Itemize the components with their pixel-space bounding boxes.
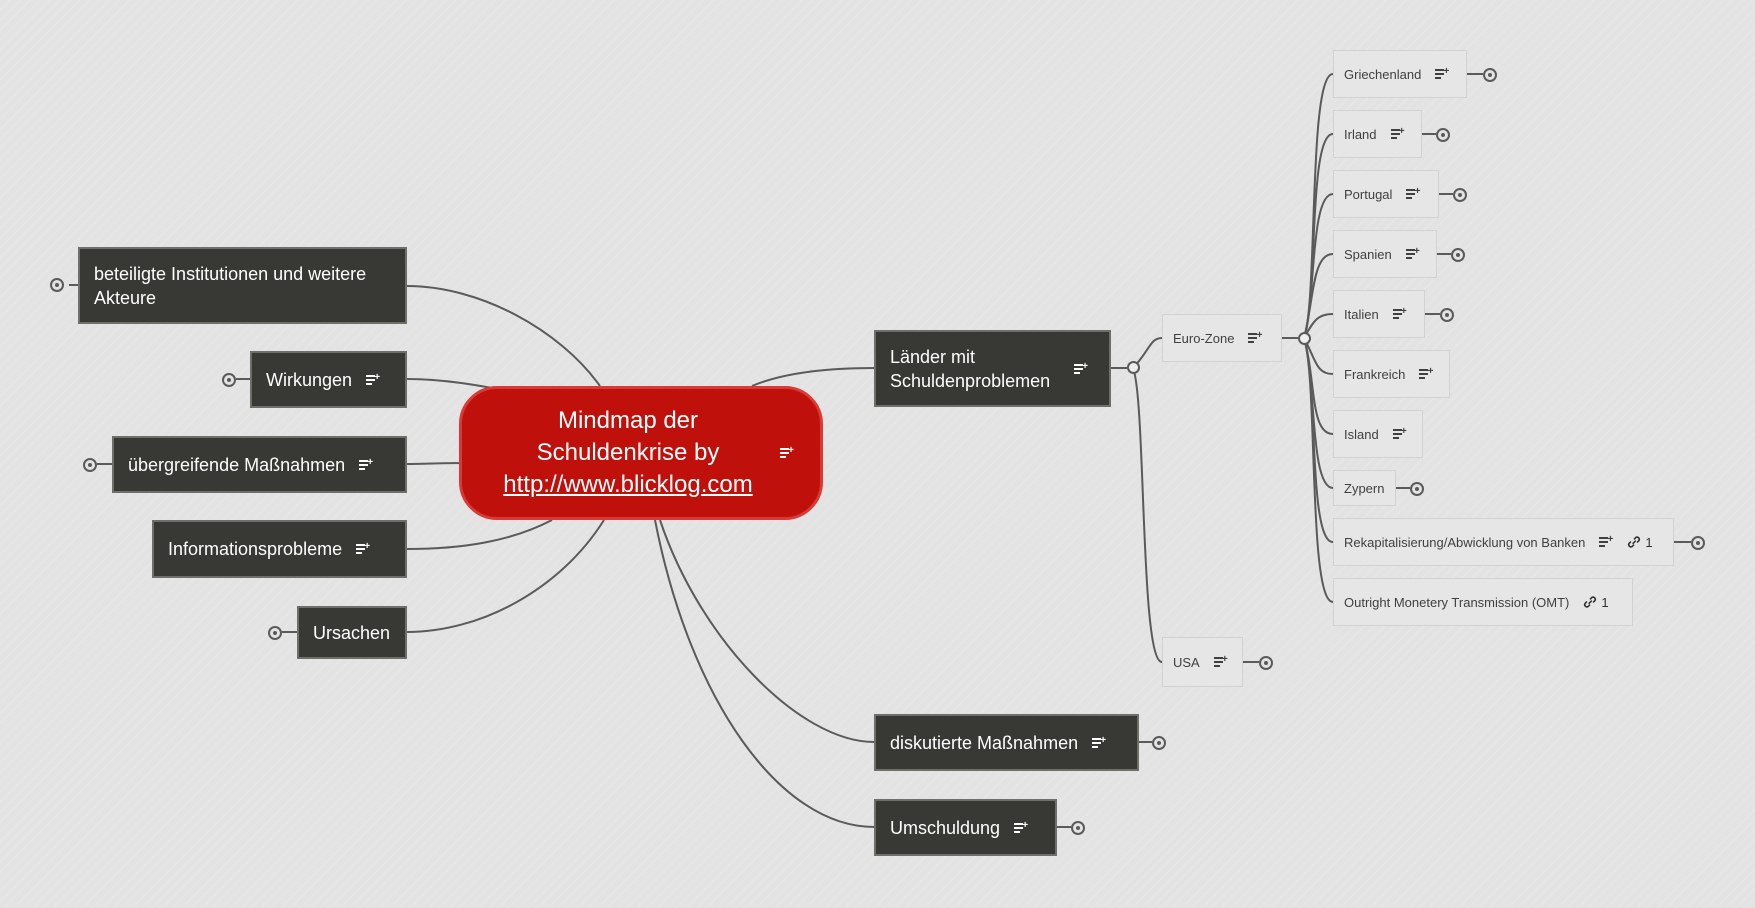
connector-laender	[751, 367, 875, 387]
subtopic-label: Rekapitalisierung/Abwicklung von Banken	[1344, 534, 1586, 550]
subtopic-label: USA	[1173, 654, 1200, 670]
central-title-line2: Schuldenkrise by	[536, 439, 720, 466]
subtopic-label: Spanien	[1344, 246, 1392, 262]
link-badge[interactable]: 1	[1583, 594, 1609, 610]
note-add-icon[interactable]: +	[1405, 247, 1420, 260]
note-add-icon[interactable]: +	[1014, 820, 1028, 834]
expand-toggle-icon[interactable]	[222, 373, 236, 387]
note-add-icon[interactable]: +	[356, 542, 370, 555]
subtopic-zypern[interactable]: Zypern	[1333, 470, 1396, 506]
connector-wirkungen	[406, 378, 493, 389]
connector-diskutierte	[659, 519, 875, 743]
note-add-icon[interactable]: +	[780, 446, 794, 459]
subtopic-label: Outright Monetery Transmission (OMT)	[1344, 594, 1570, 610]
expand-toggle-icon[interactable]	[1152, 736, 1166, 750]
topic-label: Ursachen	[313, 622, 391, 643]
branch-junction-laender[interactable]	[1127, 361, 1140, 374]
central-topic-link[interactable]: http://www.blicklog.com	[503, 471, 753, 498]
subtopic-irland[interactable]: Irland +	[1333, 110, 1422, 158]
subtopic-omt[interactable]: Outright Monetery Transmission (OMT) 1	[1333, 578, 1633, 626]
note-add-icon[interactable]: +	[1074, 361, 1088, 375]
expand-toggle-icon[interactable]	[1453, 188, 1467, 202]
expand-toggle-icon[interactable]	[50, 278, 64, 292]
note-add-icon[interactable]: +	[1092, 735, 1106, 749]
topic-diskutierte-massnahmen[interactable]: diskutierte Maßnahmen +	[874, 714, 1139, 771]
topic-label: Wirkungen	[266, 369, 353, 390]
expand-toggle-icon[interactable]	[268, 626, 282, 640]
link-icon	[1628, 536, 1641, 548]
connector-institutionen	[406, 285, 601, 387]
topic-label: beteiligte Institutionen und weitere Akt…	[94, 263, 367, 308]
subtopic-euro-zone[interactable]: Euro-Zone +	[1162, 314, 1282, 362]
connector-massnahmen	[406, 462, 463, 465]
subtopic-label: Island	[1344, 426, 1379, 442]
subtopic-label: Griechenland	[1344, 66, 1422, 82]
central-topic-title: Mindmap der Schuldenkrise by http://www.…	[503, 405, 752, 501]
topic-label: Länder mit Schuldenproblemen	[890, 346, 1051, 391]
connector-ursachen	[406, 519, 605, 633]
expand-toggle-icon[interactable]	[1259, 656, 1273, 670]
expand-toggle-icon[interactable]	[1436, 128, 1450, 142]
note-add-icon[interactable]: +	[1390, 127, 1405, 140]
expand-toggle-icon[interactable]	[1691, 536, 1705, 550]
subtopic-griechenland[interactable]: Griechenland +	[1333, 50, 1467, 98]
note-add-icon[interactable]: +	[1435, 67, 1449, 80]
subtopic-frankreich[interactable]: Frankreich +	[1333, 350, 1450, 398]
subtopic-spanien[interactable]: Spanien +	[1333, 230, 1437, 278]
subtopic-label: Zypern	[1344, 480, 1385, 496]
expand-toggle-icon[interactable]	[1071, 821, 1085, 835]
connector-informationsprobleme	[406, 519, 553, 550]
note-add-icon[interactable]: +	[1419, 367, 1433, 380]
connector-usa	[1132, 367, 1163, 663]
expand-toggle-icon[interactable]	[1451, 248, 1465, 262]
subtopic-label: Irland	[1344, 126, 1377, 142]
subtopic-rekapitalisierung[interactable]: Rekapitalisierung/Abwicklung von Banken …	[1333, 518, 1674, 566]
topic-label: diskutierte Maßnahmen	[890, 732, 1079, 753]
topic-institutionen[interactable]: beteiligte Institutionen und weitere Akt…	[78, 247, 407, 324]
link-count: 1	[1601, 594, 1609, 610]
link-count: 1	[1645, 534, 1653, 550]
note-add-icon[interactable]: +	[1392, 427, 1407, 440]
note-add-icon[interactable]: +	[1406, 187, 1420, 200]
expand-toggle-icon[interactable]	[1483, 68, 1497, 82]
note-add-icon[interactable]: +	[1248, 331, 1262, 344]
topic-label: Informationsprobleme	[168, 539, 343, 559]
central-title-line1: Mindmap der	[557, 407, 699, 434]
subtopic-label: Euro-Zone	[1173, 330, 1235, 346]
subtopic-label: Italien	[1344, 306, 1379, 322]
topic-uebergreifende-massnahmen[interactable]: übergreifende Maßnahmen +	[112, 436, 407, 493]
note-add-icon[interactable]: +	[366, 372, 380, 386]
expand-toggle-icon[interactable]	[1410, 482, 1424, 496]
note-add-icon[interactable]: +	[1599, 535, 1613, 548]
subtopic-italien[interactable]: Italien +	[1333, 290, 1425, 338]
topic-laender[interactable]: Länder mit Schuldenproblemen +	[874, 330, 1111, 407]
note-add-icon[interactable]: +	[359, 457, 373, 471]
link-icon	[1584, 596, 1597, 608]
topic-ursachen[interactable]: Ursachen	[297, 606, 407, 659]
note-add-icon[interactable]: +	[1213, 655, 1228, 668]
topic-wirkungen[interactable]: Wirkungen +	[250, 351, 407, 408]
topic-informationsprobleme[interactable]: Informationsprobleme +	[152, 520, 407, 578]
link-badge[interactable]: 1	[1627, 534, 1653, 550]
subtopic-label: Portugal	[1344, 186, 1393, 202]
topic-label: Umschuldung	[890, 817, 1001, 838]
topic-umschuldung[interactable]: Umschuldung +	[874, 799, 1057, 856]
topic-label: übergreifende Maßnahmen	[128, 454, 346, 475]
subtopic-portugal[interactable]: Portugal +	[1333, 170, 1439, 218]
subtopic-label: Frankreich	[1344, 366, 1406, 382]
connector-umschuldung	[654, 519, 875, 828]
expand-toggle-icon[interactable]	[1440, 308, 1454, 322]
expand-toggle-icon[interactable]	[83, 458, 97, 472]
branch-junction-euro-zone[interactable]	[1298, 332, 1311, 345]
note-add-icon[interactable]: +	[1392, 307, 1407, 320]
subtopic-island[interactable]: Island +	[1333, 410, 1423, 458]
central-topic[interactable]: Mindmap der Schuldenkrise by http://www.…	[459, 386, 823, 520]
subtopic-usa[interactable]: USA +	[1162, 637, 1243, 687]
